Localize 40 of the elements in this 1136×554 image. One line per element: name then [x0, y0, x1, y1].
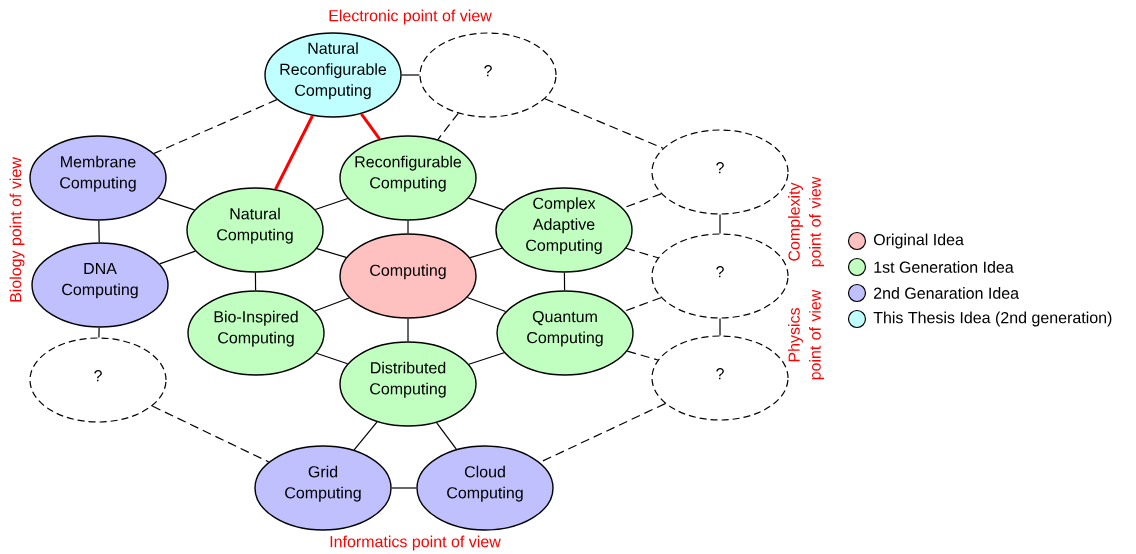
viewpoint-label: Electronic point of view: [329, 9, 492, 25]
connector-line: [316, 248, 347, 258]
connector-line: [407, 318, 409, 342]
dashed-line: [153, 99, 278, 154]
viewpoint-label: Informatics point of view: [330, 535, 501, 551]
connector-line: [468, 352, 505, 365]
dashed-line: [544, 98, 664, 149]
connector-line: [315, 352, 349, 365]
connector-line: [159, 250, 196, 265]
legend-label: 2nd Genaration Idea: [874, 287, 1020, 299]
viewpoint-label: Physics point of view: [788, 289, 824, 380]
highlight-line: [274, 115, 314, 190]
connector-line: [467, 197, 505, 211]
dashed-line: [625, 247, 659, 259]
highlight-line: [360, 113, 381, 140]
dashed-line: [151, 405, 270, 463]
connector-line: [391, 487, 417, 489]
viewpoint-label: Complexity point of view: [788, 176, 824, 267]
connector-line: [563, 272, 566, 291]
legend-label: Original Idea: [873, 233, 964, 249]
connector-line: [407, 220, 409, 234]
connector-line: [469, 247, 503, 259]
connector-line: [314, 197, 349, 211]
dashed-line: [626, 350, 659, 361]
connector-line: [353, 421, 378, 451]
connector-line: [254, 272, 257, 291]
connector-line: [314, 297, 350, 312]
connector-line: [401, 74, 420, 76]
connector-line: [436, 422, 457, 450]
connector-line: [719, 318, 721, 336]
dashed-line: [437, 112, 459, 141]
legend-label: This Thesis Idea (2nd generation): [873, 311, 1112, 327]
connector-line: [98, 220, 100, 243]
dashed-line: [623, 297, 662, 312]
viewpoint-label: Biology point of view: [9, 157, 25, 302]
connector-line: [719, 214, 721, 234]
connector-line: [466, 296, 507, 313]
legend-label: 1st Generation Idea: [874, 261, 1014, 273]
connector-line: [158, 197, 195, 211]
connector-line: [98, 327, 100, 338]
